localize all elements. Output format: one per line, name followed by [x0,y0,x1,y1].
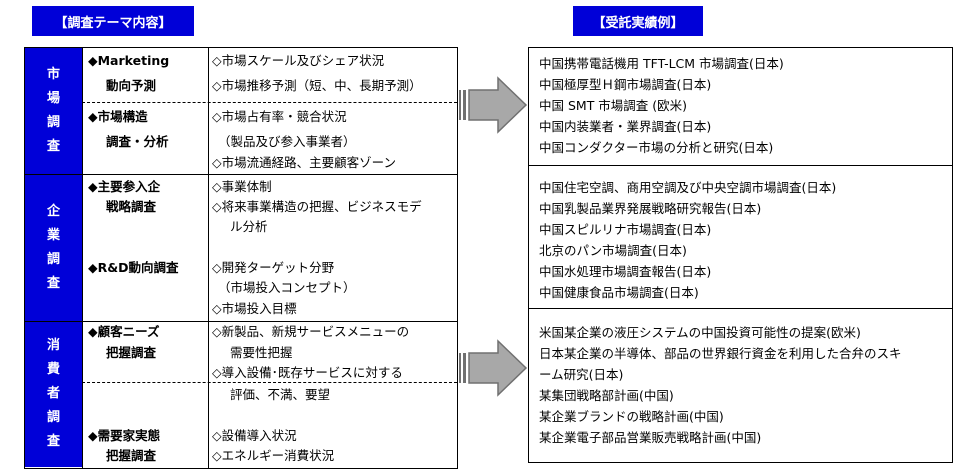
category-consumer-research: 消 費 者 調 査 [25,321,82,467]
topic-line: ◆Marketing [88,53,170,68]
result-item: 中国健康食品市場調査(日本) [539,285,699,300]
detail-line: ◇新製品、新規サービスメニューの [212,324,410,339]
category-char: 調 [46,410,60,425]
topic-line: 戦略調査 [106,199,157,214]
detail-line: ◇市場占有率・競合状況 [212,109,347,124]
category-company-research: 企 業 調 査 [25,174,82,321]
topic-line: ◆需要家実態 [88,428,161,443]
results-box: 中国携帯電話機用 TFT-LCM 市場調査(日本) 中国極厚型Ｈ鋼市場調査(日本… [528,47,953,463]
category-char: 調 [46,251,60,267]
right-header: 【受託実績例】 [573,6,703,36]
result-item: 中国コンダクター市場の分析と研究(日本) [539,140,774,155]
section-divider [25,174,457,175]
topic-divider [82,102,457,103]
category-char: 市 [46,67,60,82]
result-item: 中国スピルリナ市場調査(日本) [539,222,712,237]
detail-line: ◇事業体制 [212,179,272,194]
topic-line: ◆顧客ニーズ [88,324,160,339]
detail-line: ◇開発ターゲット分野 [212,260,335,275]
result-item: 中国内装業者・業界調査(日本) [539,119,712,134]
category-char: 場 [46,91,60,106]
result-item: 中国水処理市場調査報告(日本) [539,264,712,279]
detail-line: ◇市場流通経路、主要顧客ゾーン [212,155,396,170]
right-header-label: 【受託実績例】 [592,15,684,31]
right-arrow-icon [459,339,528,397]
survey-theme-table: 市 場 調 査 企 業 調 査 消 費 者 調 査 ◆Marketing 動向予… [24,47,458,469]
topic-line: 動向予測 [106,78,157,93]
category-char: 消 [46,338,60,353]
category-char: 企 [46,203,60,219]
detail-line: 需要性把握 [230,345,293,360]
category-char: 費 [46,362,60,377]
category-char: 査 [46,139,60,154]
result-item: 某企業電子部品営業販売戦略計画(中国) [539,430,762,445]
result-item: 日本某企業の半導体、部品の世界銀行資金を利用した合弁のスキ [539,346,902,361]
detail-line: ◇将来事業構造の把握、ビジネスモデ [212,199,422,214]
detail-line: （市場投入コンセプト） [218,280,356,295]
result-item: 中国乳製品業界発展戦略研究報告(日本) [539,201,762,216]
detail-line: ル分析 [230,219,268,234]
topic-line: ◆主要参入企 [88,179,161,194]
result-item: 某集団戦略部計画(中国) [539,388,674,403]
category-char: 業 [46,227,60,243]
topic-line: 調査・分析 [106,134,169,149]
results-divider [529,308,952,309]
column-divider [208,48,209,468]
right-arrow-icon [459,76,528,134]
section-divider [25,321,457,322]
results-section-market: 中国携帯電話機用 TFT-LCM 市場調査(日本) 中国極厚型Ｈ鋼市場調査(日本… [539,53,784,158]
category-char: 調 [46,115,60,130]
result-item: 中国極厚型Ｈ鋼市場調査(日本) [539,77,712,92]
results-divider [529,165,952,166]
detail-line: ◇エネルギー消費状況 [212,448,335,463]
category-char: 査 [46,275,60,291]
result-item: 中国住宅空調、商用空調及び中央空調市場調査(日本) [539,180,837,195]
detail-line: （製品及び参入事業者） [218,134,356,149]
result-item: 米国某企業の液圧システムの中国投資可能性の提案(欧米) [539,325,861,340]
results-section-consumer: 米国某企業の液圧システムの中国投資可能性の提案(欧米) 日本某企業の半導体、部品… [539,322,902,448]
result-item: 北京のパン市場調査(日本) [539,243,687,258]
topic-line: 把握調査 [106,345,157,360]
detail-line: 評価、不満、要望 [230,387,331,402]
topic-line: ◆市場構造 [88,109,148,124]
left-header-label: 【調査テーマ内容】 [54,15,172,31]
result-item: 中国携帯電話機用 TFT-LCM 市場調査(日本) [539,56,784,71]
detail-line: ◇設備導入状況 [212,428,297,443]
topic-line: ◆R&D動向調査 [88,260,179,275]
left-header: 【調査テーマ内容】 [32,6,194,36]
result-item: 某企業ブランドの戦略計画(中国) [539,409,724,424]
category-char: 者 [46,386,60,401]
topic-line: 把握調査 [106,448,157,463]
detail-line: ◇市場推移予測（短、中、長期予測） [212,78,422,93]
category-market-research: 市 場 調 査 [25,48,82,174]
topic-divider [82,382,457,383]
column-divider [82,48,83,468]
result-item: 中国 SMT 市場調査 (欧米) [539,98,688,113]
results-section-company: 中国住宅空調、商用空調及び中央空調市場調査(日本) 中国乳製品業界発展戦略研究報… [539,177,836,303]
result-item: ーム研究(日本) [539,367,624,382]
category-char: 査 [46,434,60,449]
detail-line: ◇導入設備･既存サービスに対する [212,365,403,380]
detail-line: ◇市場投入目標 [212,301,297,316]
detail-line: ◇市場スケール及びシェア状況 [212,53,385,68]
